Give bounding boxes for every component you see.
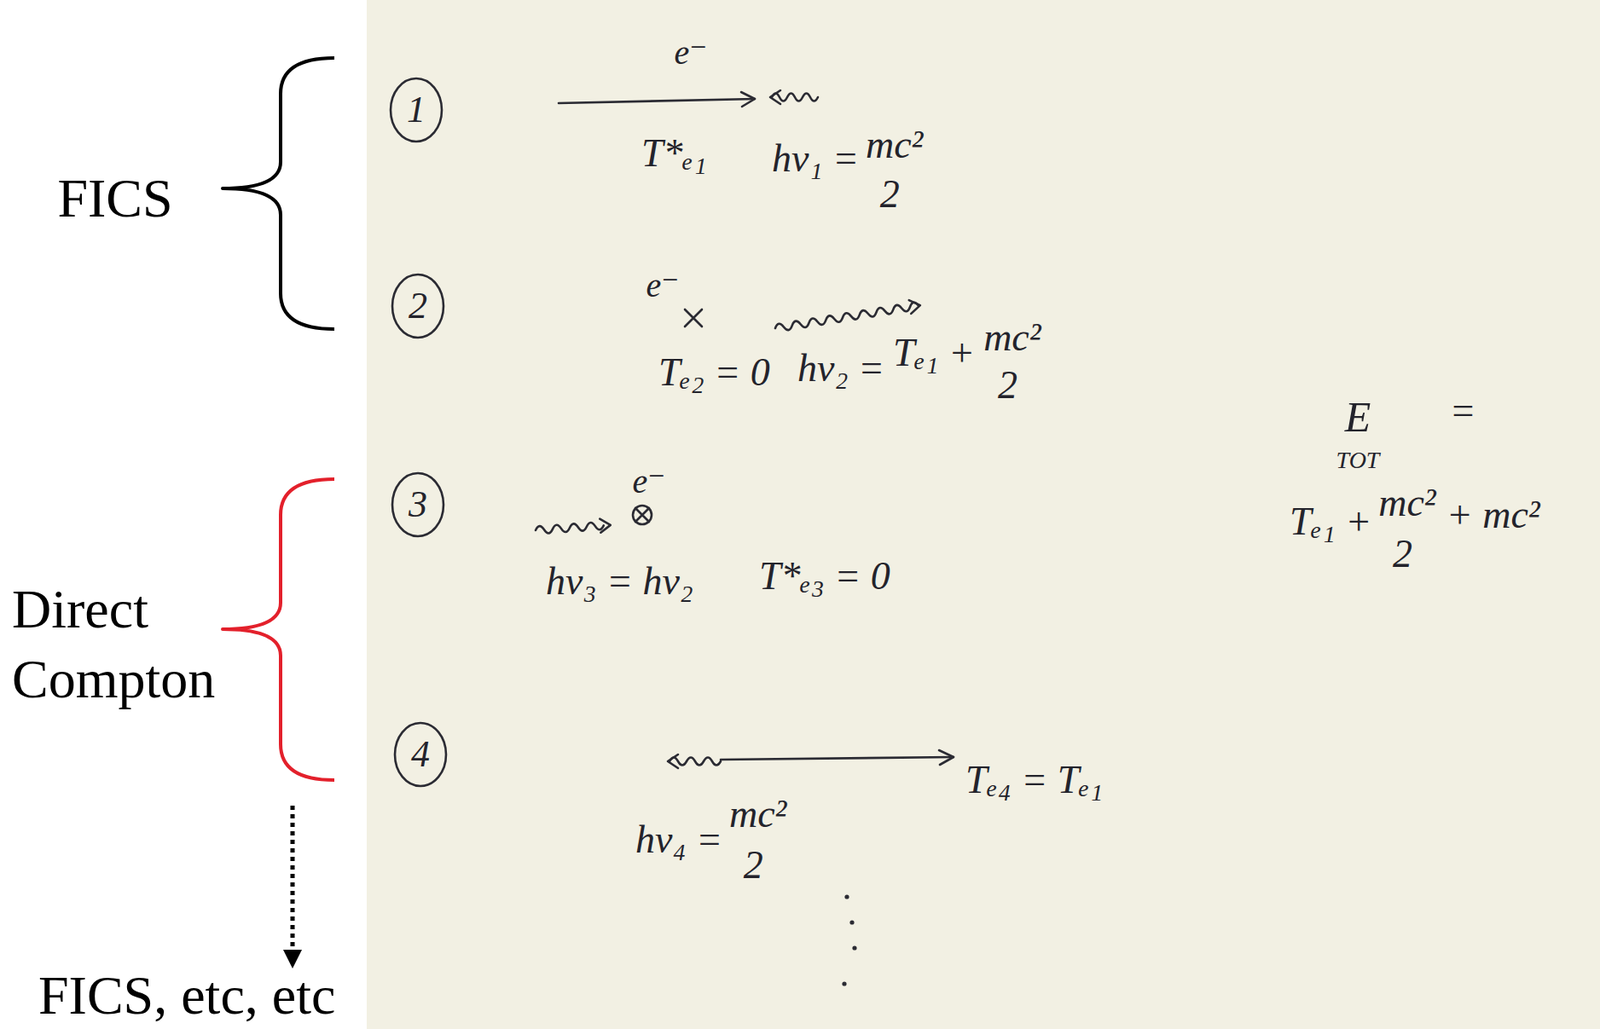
circle-outline-shape xyxy=(392,274,444,338)
dotted-arrow-line xyxy=(290,805,296,952)
step-circle: 4 xyxy=(392,720,449,789)
fraction-numerator: mc² xyxy=(1378,481,1436,527)
electron-arrow xyxy=(558,98,755,104)
electron-arrow xyxy=(720,757,954,760)
photon-group xyxy=(774,298,922,336)
compton-brace xyxy=(222,479,335,781)
equals-sign: = xyxy=(1449,388,1476,435)
group-label: FICS xyxy=(57,167,173,231)
energy-term: + mc² xyxy=(1446,492,1541,539)
photon-wave xyxy=(535,521,604,535)
energy-term: Tₑ₁ + xyxy=(1289,499,1372,545)
energy-equation: Tₑ₄ = Tₑ₁ xyxy=(965,758,1103,804)
photon-head xyxy=(599,518,611,534)
energy-equation: hν₄ = xyxy=(635,817,723,864)
photon-group xyxy=(534,518,611,538)
continuation-dots xyxy=(841,894,857,986)
dotted-arrow-head xyxy=(283,950,302,969)
photon-wave xyxy=(774,301,919,332)
particle-label: e⁻ xyxy=(674,33,708,73)
electron-symbol-cross xyxy=(635,508,650,522)
step-number: 1 xyxy=(406,88,426,133)
fraction-numerator: mc² xyxy=(865,122,923,169)
particle-label: e⁻ xyxy=(632,462,667,502)
photon-wave xyxy=(771,93,818,102)
dot xyxy=(844,894,849,899)
photon-wave xyxy=(669,758,721,766)
total-energy-symbol: E xyxy=(1344,393,1372,443)
fraction-denominator: 2 xyxy=(880,172,900,218)
circle-outline-shape xyxy=(392,473,444,537)
step-circle: 2 xyxy=(389,272,447,341)
circle-outline-shape xyxy=(390,78,442,142)
step-number: 2 xyxy=(408,284,428,329)
fraction-numerator: mc² xyxy=(983,315,1041,361)
electron-cross xyxy=(684,309,702,327)
fraction-numerator: mc² xyxy=(729,792,787,838)
handwriting-ink xyxy=(534,90,954,769)
fraction-denominator: 2 xyxy=(1392,532,1413,578)
particle-label: e⁻ xyxy=(646,266,680,306)
step-circle: 3 xyxy=(389,470,447,540)
energy-equation: T*ₑ₃ = 0 xyxy=(759,554,891,600)
energy-equation: hν₂ = xyxy=(797,346,885,392)
step-number: 4 xyxy=(411,733,430,777)
energy-equation: Tₑ₂ = 0 xyxy=(658,350,771,396)
electron-symbol xyxy=(632,505,652,525)
energy-term: T*ₑ₁ xyxy=(641,131,708,177)
arrow-head xyxy=(741,92,755,107)
paper-sheet xyxy=(366,0,1600,1029)
step-circle: 1 xyxy=(388,75,445,145)
fraction-denominator: 2 xyxy=(997,363,1018,409)
dot xyxy=(852,945,857,951)
step-number: 3 xyxy=(408,483,428,528)
circle-outline-shape xyxy=(394,723,447,787)
dot xyxy=(841,981,847,986)
group-label: FICS, etc, etc xyxy=(38,968,336,1024)
energy-equation: hν₃ = hν₂ xyxy=(545,559,694,605)
fraction-denominator: 2 xyxy=(743,843,764,889)
group-label: Direct Compton xyxy=(11,574,247,715)
arrow-head xyxy=(939,750,954,766)
total-energy-subscript: TOT xyxy=(1336,446,1380,475)
energy-term: Tₑ₁ + xyxy=(892,330,975,377)
energy-equation: hν₁ = xyxy=(771,136,859,182)
fics-brace xyxy=(222,57,335,330)
photon-head xyxy=(909,298,922,314)
dot xyxy=(849,920,854,925)
